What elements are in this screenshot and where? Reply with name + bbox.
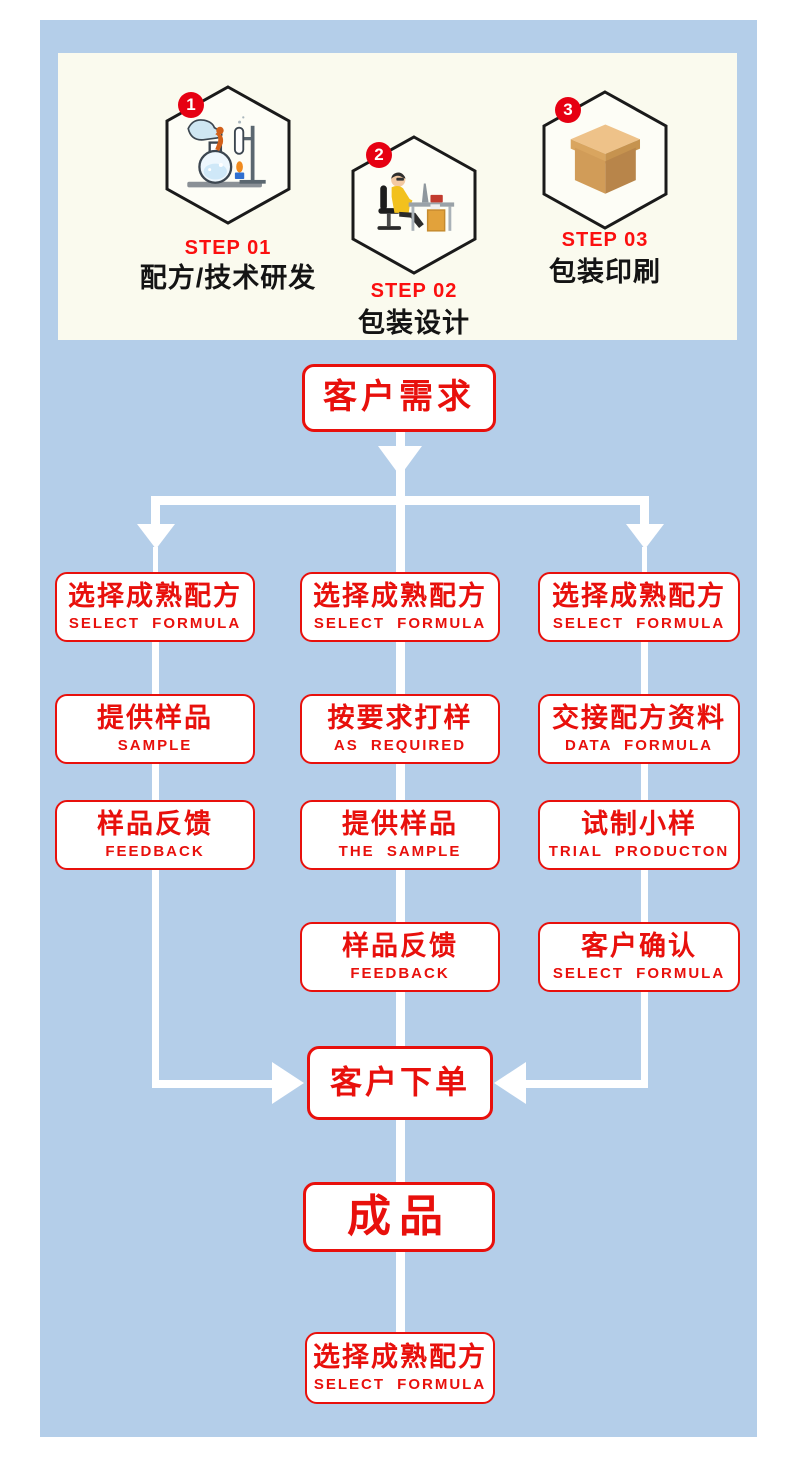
- flow-box-finished-product: 成品: [303, 1182, 495, 1252]
- connector-right-to-order: [526, 1080, 648, 1088]
- connector-right-thin: [642, 547, 647, 575]
- flow-box-en: SAMPLE: [117, 736, 193, 754]
- step-3-badge: 3: [555, 97, 581, 123]
- flow-box-label: 成品: [347, 1191, 451, 1241]
- step-1-label: STEP 01: [184, 237, 272, 259]
- flow-box-col2-row4: 样品反馈 FEEDBACK: [300, 922, 500, 992]
- connector-left-1: [152, 640, 159, 698]
- flow-box-zh: 提供样品: [342, 809, 458, 840]
- flow-box-col3-row3: 试制小样 TRIAL PRODUCTON: [538, 800, 740, 870]
- flow-box-en: SELECT FORMULA: [552, 964, 726, 982]
- flow-box-en: SELECT FORMULA: [68, 614, 242, 632]
- connector-right-1: [641, 640, 648, 698]
- flow-box-zh: 客户确认: [581, 931, 697, 962]
- flow-box-en: FEEDBACK: [350, 964, 450, 982]
- flow-box-col2-row2: 按要求打样 AS REQUIRED: [300, 694, 500, 764]
- flow-box-en: TRIAL PRODUCTON: [548, 842, 730, 860]
- hexagon-step-3: [541, 90, 669, 230]
- hexagon-step-2: [350, 135, 478, 275]
- hexagon-step-1: [164, 85, 292, 225]
- flow-box-label: 客户需求: [323, 378, 475, 417]
- arrow-right-icon: [272, 1062, 304, 1104]
- connector-center-vertical: [396, 503, 405, 1050]
- connector-finished-to-footer: [396, 1248, 405, 1336]
- arrow-down-icon: [626, 524, 664, 549]
- connector-left-to-order: [152, 1080, 274, 1088]
- flow-box-col1-row3: 样品反馈 FEEDBACK: [55, 800, 255, 870]
- arrow-down-icon: [378, 446, 422, 476]
- flow-box-col1-row2: 提供样品 SAMPLE: [55, 694, 255, 764]
- step-3-label: STEP 03: [561, 229, 649, 251]
- flow-box-en: THE SAMPLE: [338, 842, 462, 860]
- connector-left-2: [152, 762, 159, 802]
- desk-designer-icon: [377, 172, 454, 232]
- flow-box-col2-row3: 提供样品 THE SAMPLE: [300, 800, 500, 870]
- connector-left-drop: [151, 500, 160, 526]
- flow-box-zh: 试制小样: [581, 809, 697, 840]
- carton-box-icon: [570, 124, 640, 194]
- step-2-title: 包装设计: [358, 308, 470, 338]
- flow-box-en: FEEDBACK: [105, 842, 205, 860]
- flow-box-col3-row2: 交接配方资料 DATA FORMULA: [538, 694, 740, 764]
- flow-box-col3-row4: 客户确认 SELECT FORMULA: [538, 922, 740, 992]
- flow-box-col1-row1: 选择成熟配方 SELECT FORMULA: [55, 572, 255, 642]
- flow-box-en: DATA FORMULA: [564, 736, 714, 754]
- flow-box-zh: 提供样品: [97, 703, 213, 734]
- flow-box-zh: 选择成熟配方: [68, 581, 242, 612]
- flow-box-label: 客户下单: [329, 1064, 470, 1101]
- step-2-badge: 2: [366, 142, 392, 168]
- flow-box-zh: 选择成熟配方: [552, 581, 726, 612]
- connector-right-long: [641, 990, 648, 1086]
- flow-box-col3-row1: 选择成熟配方 SELECT FORMULA: [538, 572, 740, 642]
- connector-order-to-finished: [396, 1116, 405, 1186]
- flow-box-zh: 交接配方资料: [552, 703, 726, 734]
- flow-box-en: SELECT FORMULA: [313, 1375, 487, 1393]
- flow-box-customer-order: 客户下单: [307, 1046, 493, 1120]
- chemistry-lab-icon: [186, 116, 266, 188]
- flow-box-customer-need: 客户需求: [302, 364, 496, 432]
- flow-box-zh: 选择成熟配方: [313, 581, 487, 612]
- flow-box-zh: 选择成熟配方: [313, 1342, 487, 1373]
- connector-right-drop: [640, 500, 649, 526]
- connector-branch-horizontal: [151, 496, 649, 505]
- flow-box-zh: 按要求打样: [327, 703, 473, 734]
- connector-right-2: [641, 762, 648, 804]
- flow-box-footer: 选择成熟配方 SELECT FORMULA: [305, 1332, 495, 1404]
- flow-box-zh: 样品反馈: [97, 809, 213, 840]
- connector-left-long: [152, 868, 159, 1086]
- flow-box-en: SELECT FORMULA: [313, 614, 487, 632]
- flow-box-zh: 样品反馈: [342, 931, 458, 962]
- arrow-down-icon: [137, 524, 175, 549]
- connector-right-3: [641, 870, 648, 926]
- flow-box-col2-row1: 选择成熟配方 SELECT FORMULA: [300, 572, 500, 642]
- step-2-label: STEP 02: [370, 280, 458, 302]
- arrow-left-icon: [494, 1062, 526, 1104]
- step-1-title: 配方/技术研发: [139, 263, 317, 293]
- step-1-badge: 1: [178, 92, 204, 118]
- flow-box-en: AS REQUIRED: [333, 736, 467, 754]
- connector-left-thin: [153, 547, 158, 575]
- step-3-title: 包装印刷: [549, 257, 661, 287]
- flow-box-en: SELECT FORMULA: [552, 614, 726, 632]
